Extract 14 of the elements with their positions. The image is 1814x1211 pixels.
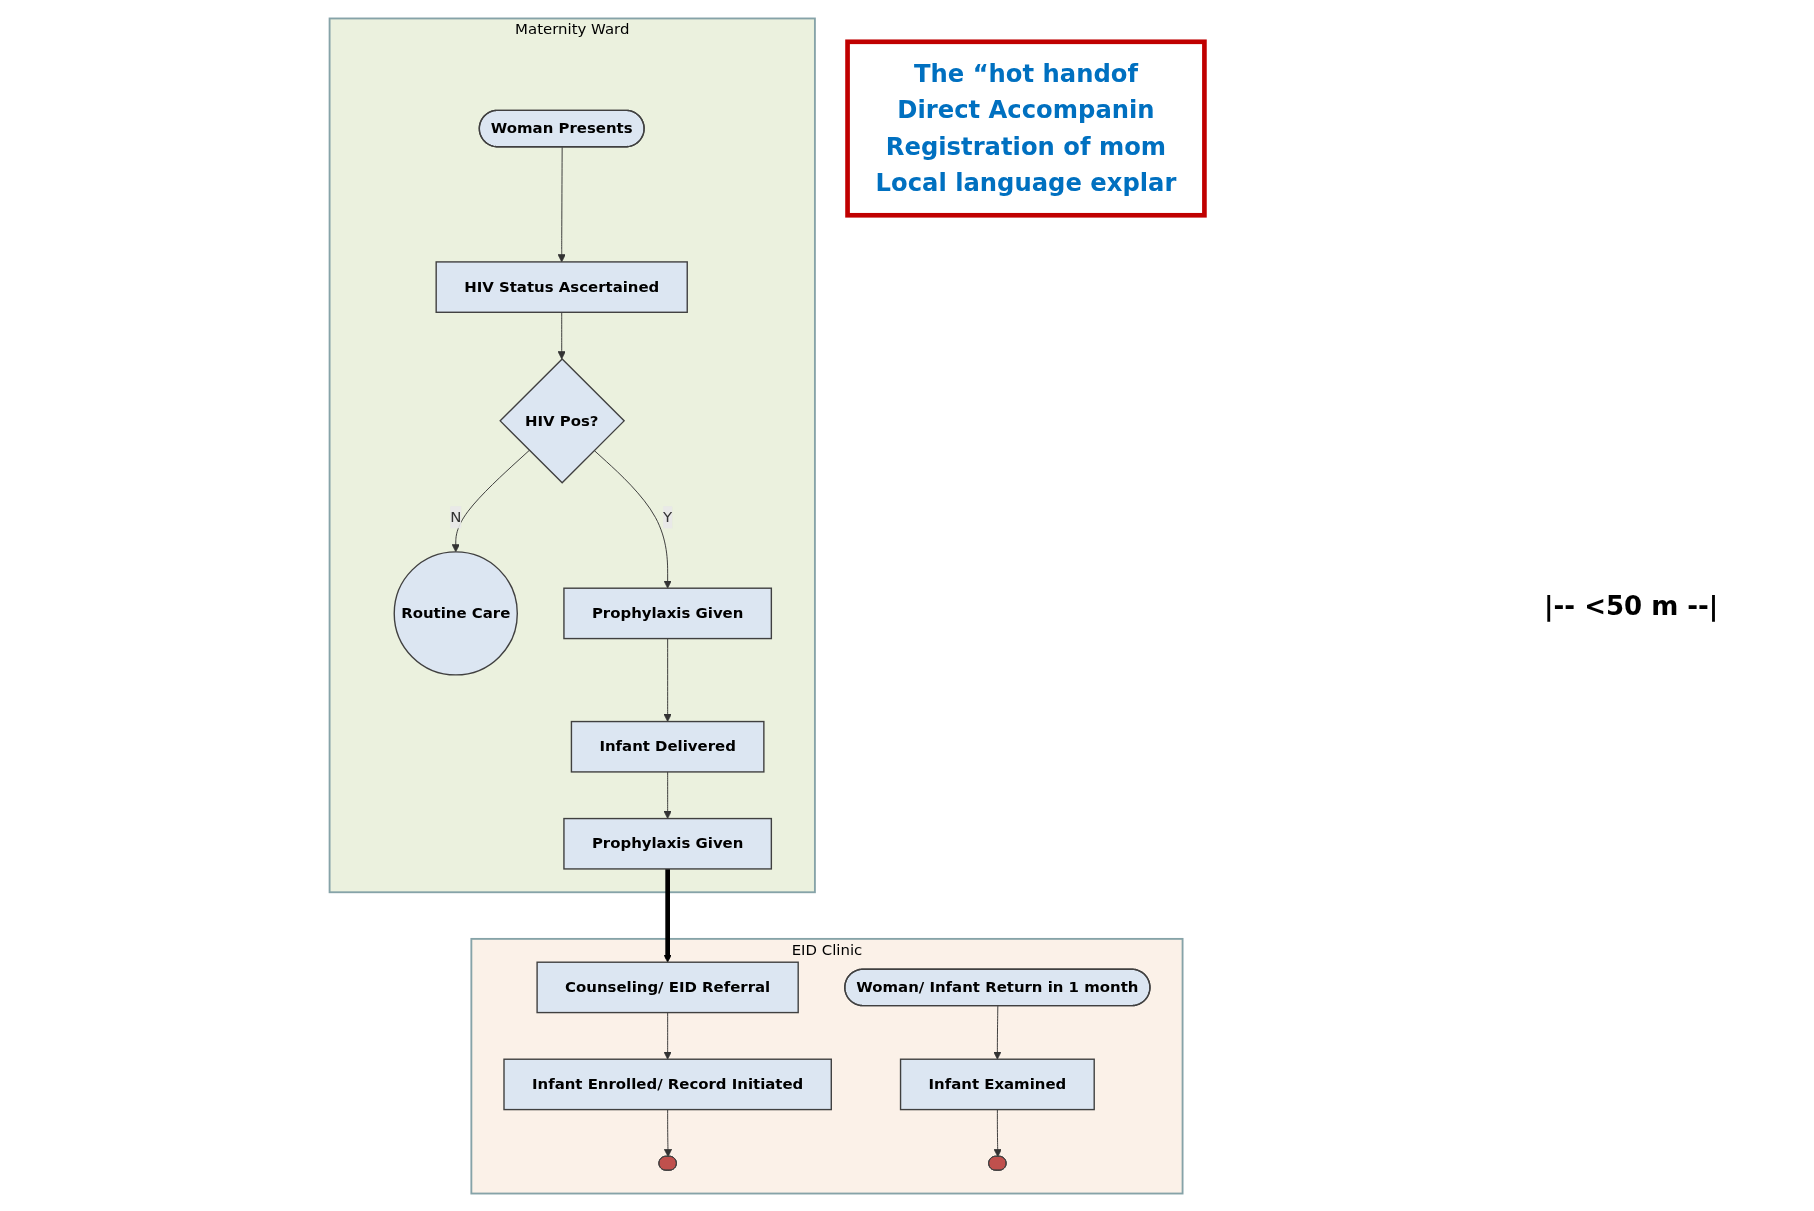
edge-label: Y <box>663 507 673 526</box>
node-box: Infant Enrolled/ Record Initiated <box>503 1058 832 1110</box>
node-box: HIV Status Ascertained <box>435 260 688 313</box>
distance-note: |-- <50 m --| <box>1544 590 1720 621</box>
node-box: Prophylaxis Given <box>563 587 773 639</box>
node-box: Infant Examined <box>899 1058 1095 1110</box>
node-box: The “hot handof Direct Accompanin Registration of mom Local language explar <box>845 38 1207 218</box>
node-box: Counseling/ EID Referral <box>536 961 799 1013</box>
edge-label: N <box>450 507 462 526</box>
node-box: Prophylaxis Given <box>563 817 773 870</box>
node-circle: Routine Care <box>393 550 518 676</box>
node-diamond: HIV Pos? <box>499 357 626 484</box>
node-box: Infant Delivered <box>570 720 765 773</box>
arrow <box>663 868 672 963</box>
